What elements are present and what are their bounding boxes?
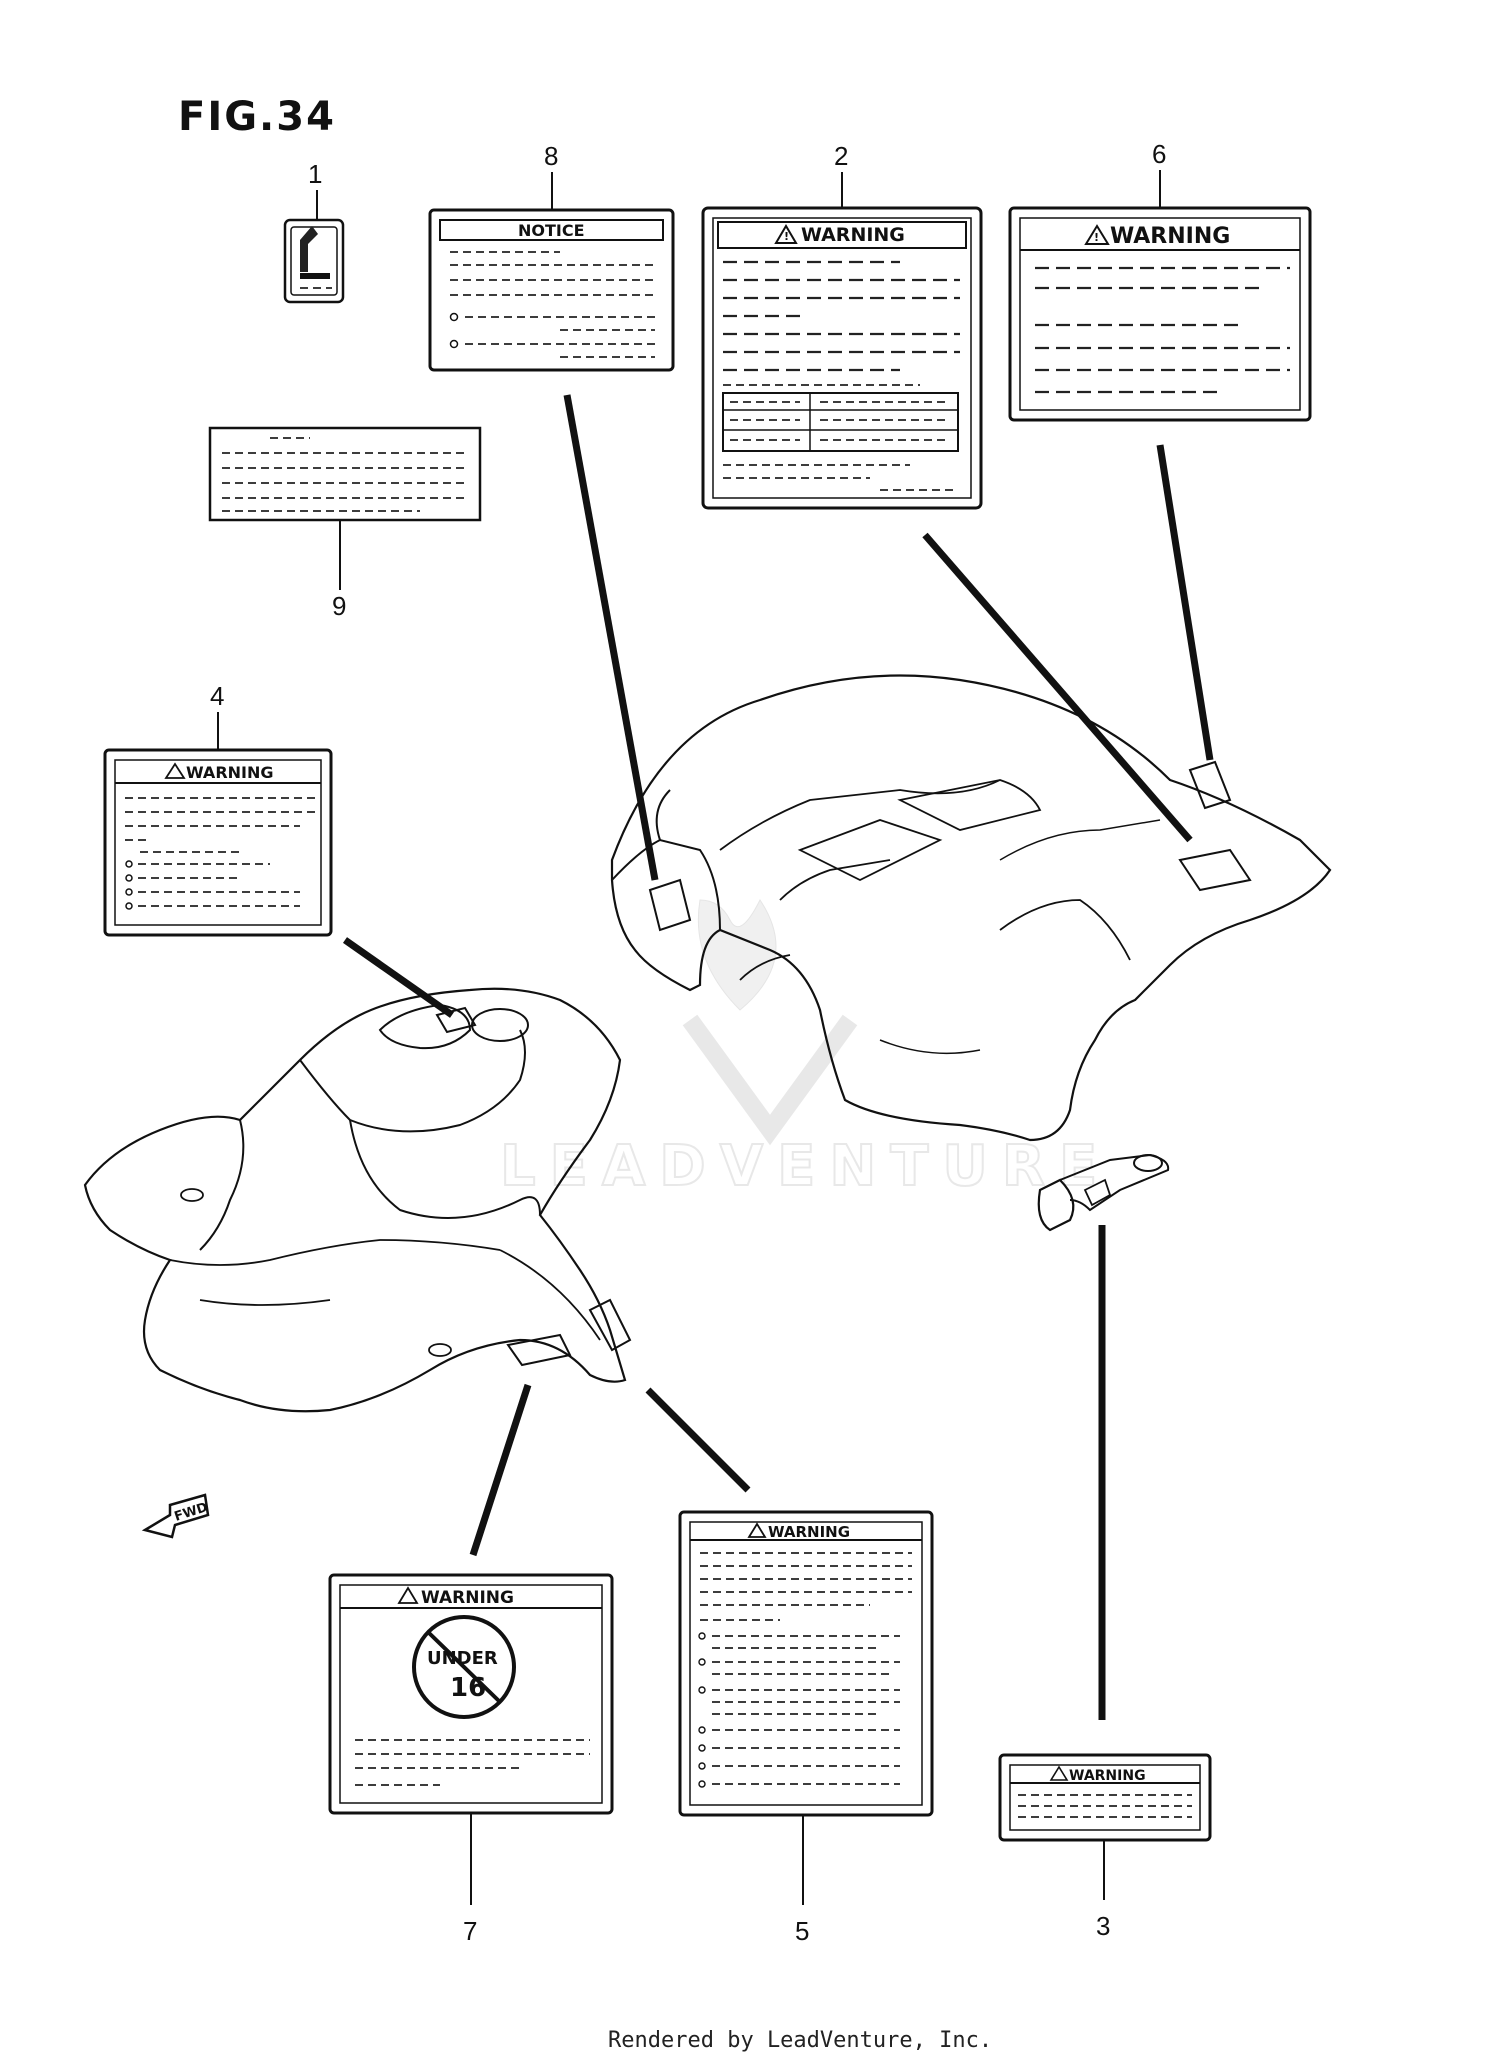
part-1-label[interactable] xyxy=(283,218,345,304)
fwd-arrow-icon: FWD xyxy=(141,1493,210,1539)
warning-heading-2: WARNING xyxy=(801,224,905,246)
callout-8: 8 xyxy=(544,141,558,171)
callout-5: 5 xyxy=(795,1916,809,1946)
leader-6 xyxy=(1156,444,1214,761)
part-5-warning-label[interactable]: WARNING xyxy=(678,1510,934,1817)
under16-num-text: 16 xyxy=(450,1673,486,1703)
under16-top-text: UNDER xyxy=(427,1648,498,1669)
part-7-under16-warning-label[interactable]: WARNING UNDER 16 xyxy=(328,1573,614,1815)
leader-7 xyxy=(469,1383,532,1557)
leader-8 xyxy=(563,394,659,881)
callout-1: 1 xyxy=(308,159,322,189)
callout-3: 3 xyxy=(1096,1911,1110,1941)
part-3-bracket xyxy=(1037,1153,1170,1232)
warning-heading-7: WARNING xyxy=(421,1588,514,1608)
part-4-warning-label[interactable]: WARNING xyxy=(103,748,333,937)
figure-title: FIG.34 xyxy=(178,94,336,140)
svg-text:!: ! xyxy=(1094,231,1099,244)
warning-heading-6: WARNING xyxy=(1110,224,1230,249)
warning-heading-4: WARNING xyxy=(186,763,274,782)
callout-2: 2 xyxy=(834,141,848,171)
warning-heading-5: WARNING xyxy=(768,1523,850,1541)
part-2-warning-label[interactable]: ! WARNING xyxy=(701,206,983,510)
svg-text:!: ! xyxy=(784,230,789,243)
leadventure-watermark: LEADVENTURE xyxy=(499,899,1111,1200)
front-fender xyxy=(83,987,632,1413)
callout-4: 4 xyxy=(210,681,224,711)
warning-heading-3: WARNING xyxy=(1069,1768,1146,1784)
callout-9: 9 xyxy=(332,591,346,621)
callout-6: 6 xyxy=(1152,139,1166,169)
notice-heading: NOTICE xyxy=(518,221,585,240)
part-6-warning-label[interactable]: ! WARNING xyxy=(1008,206,1312,422)
watermark-text: LEADVENTURE xyxy=(500,1134,1111,1199)
part-3-warning-label[interactable]: WARNING xyxy=(998,1753,1212,1842)
leader-5 xyxy=(645,1387,751,1493)
callout-7: 7 xyxy=(463,1916,477,1946)
leader-4 xyxy=(342,937,455,1018)
footer-credit: Rendered by LeadVenture, Inc. xyxy=(608,2028,992,2053)
part-9-label[interactable] xyxy=(208,426,482,522)
rear-fender xyxy=(610,674,1332,1142)
part-8-notice-label[interactable]: NOTICE xyxy=(428,208,675,372)
leader-2 xyxy=(922,532,1193,843)
